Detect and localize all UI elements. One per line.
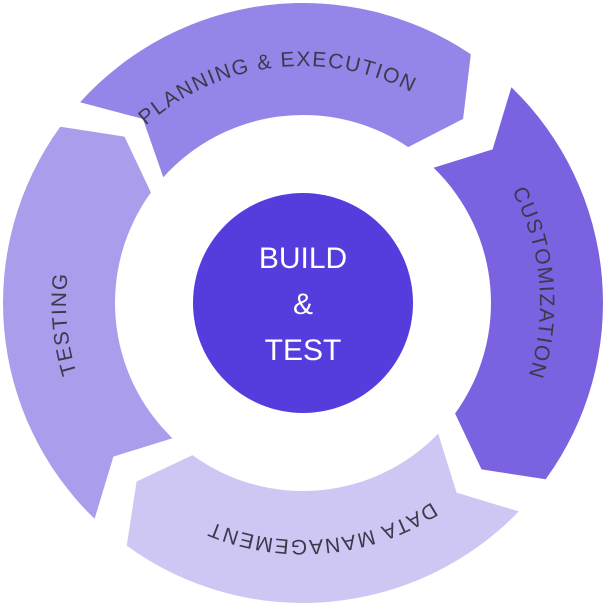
center-text-ampersand: &	[293, 288, 313, 321]
center-text-test: TEST	[265, 334, 342, 367]
segment-data-management	[126, 433, 519, 603]
segment-planning-execution	[80, 3, 471, 178]
center-text-build: BUILD	[259, 242, 347, 275]
segment-customization	[433, 87, 603, 480]
segment-testing	[3, 126, 173, 519]
center-circle	[193, 193, 413, 413]
